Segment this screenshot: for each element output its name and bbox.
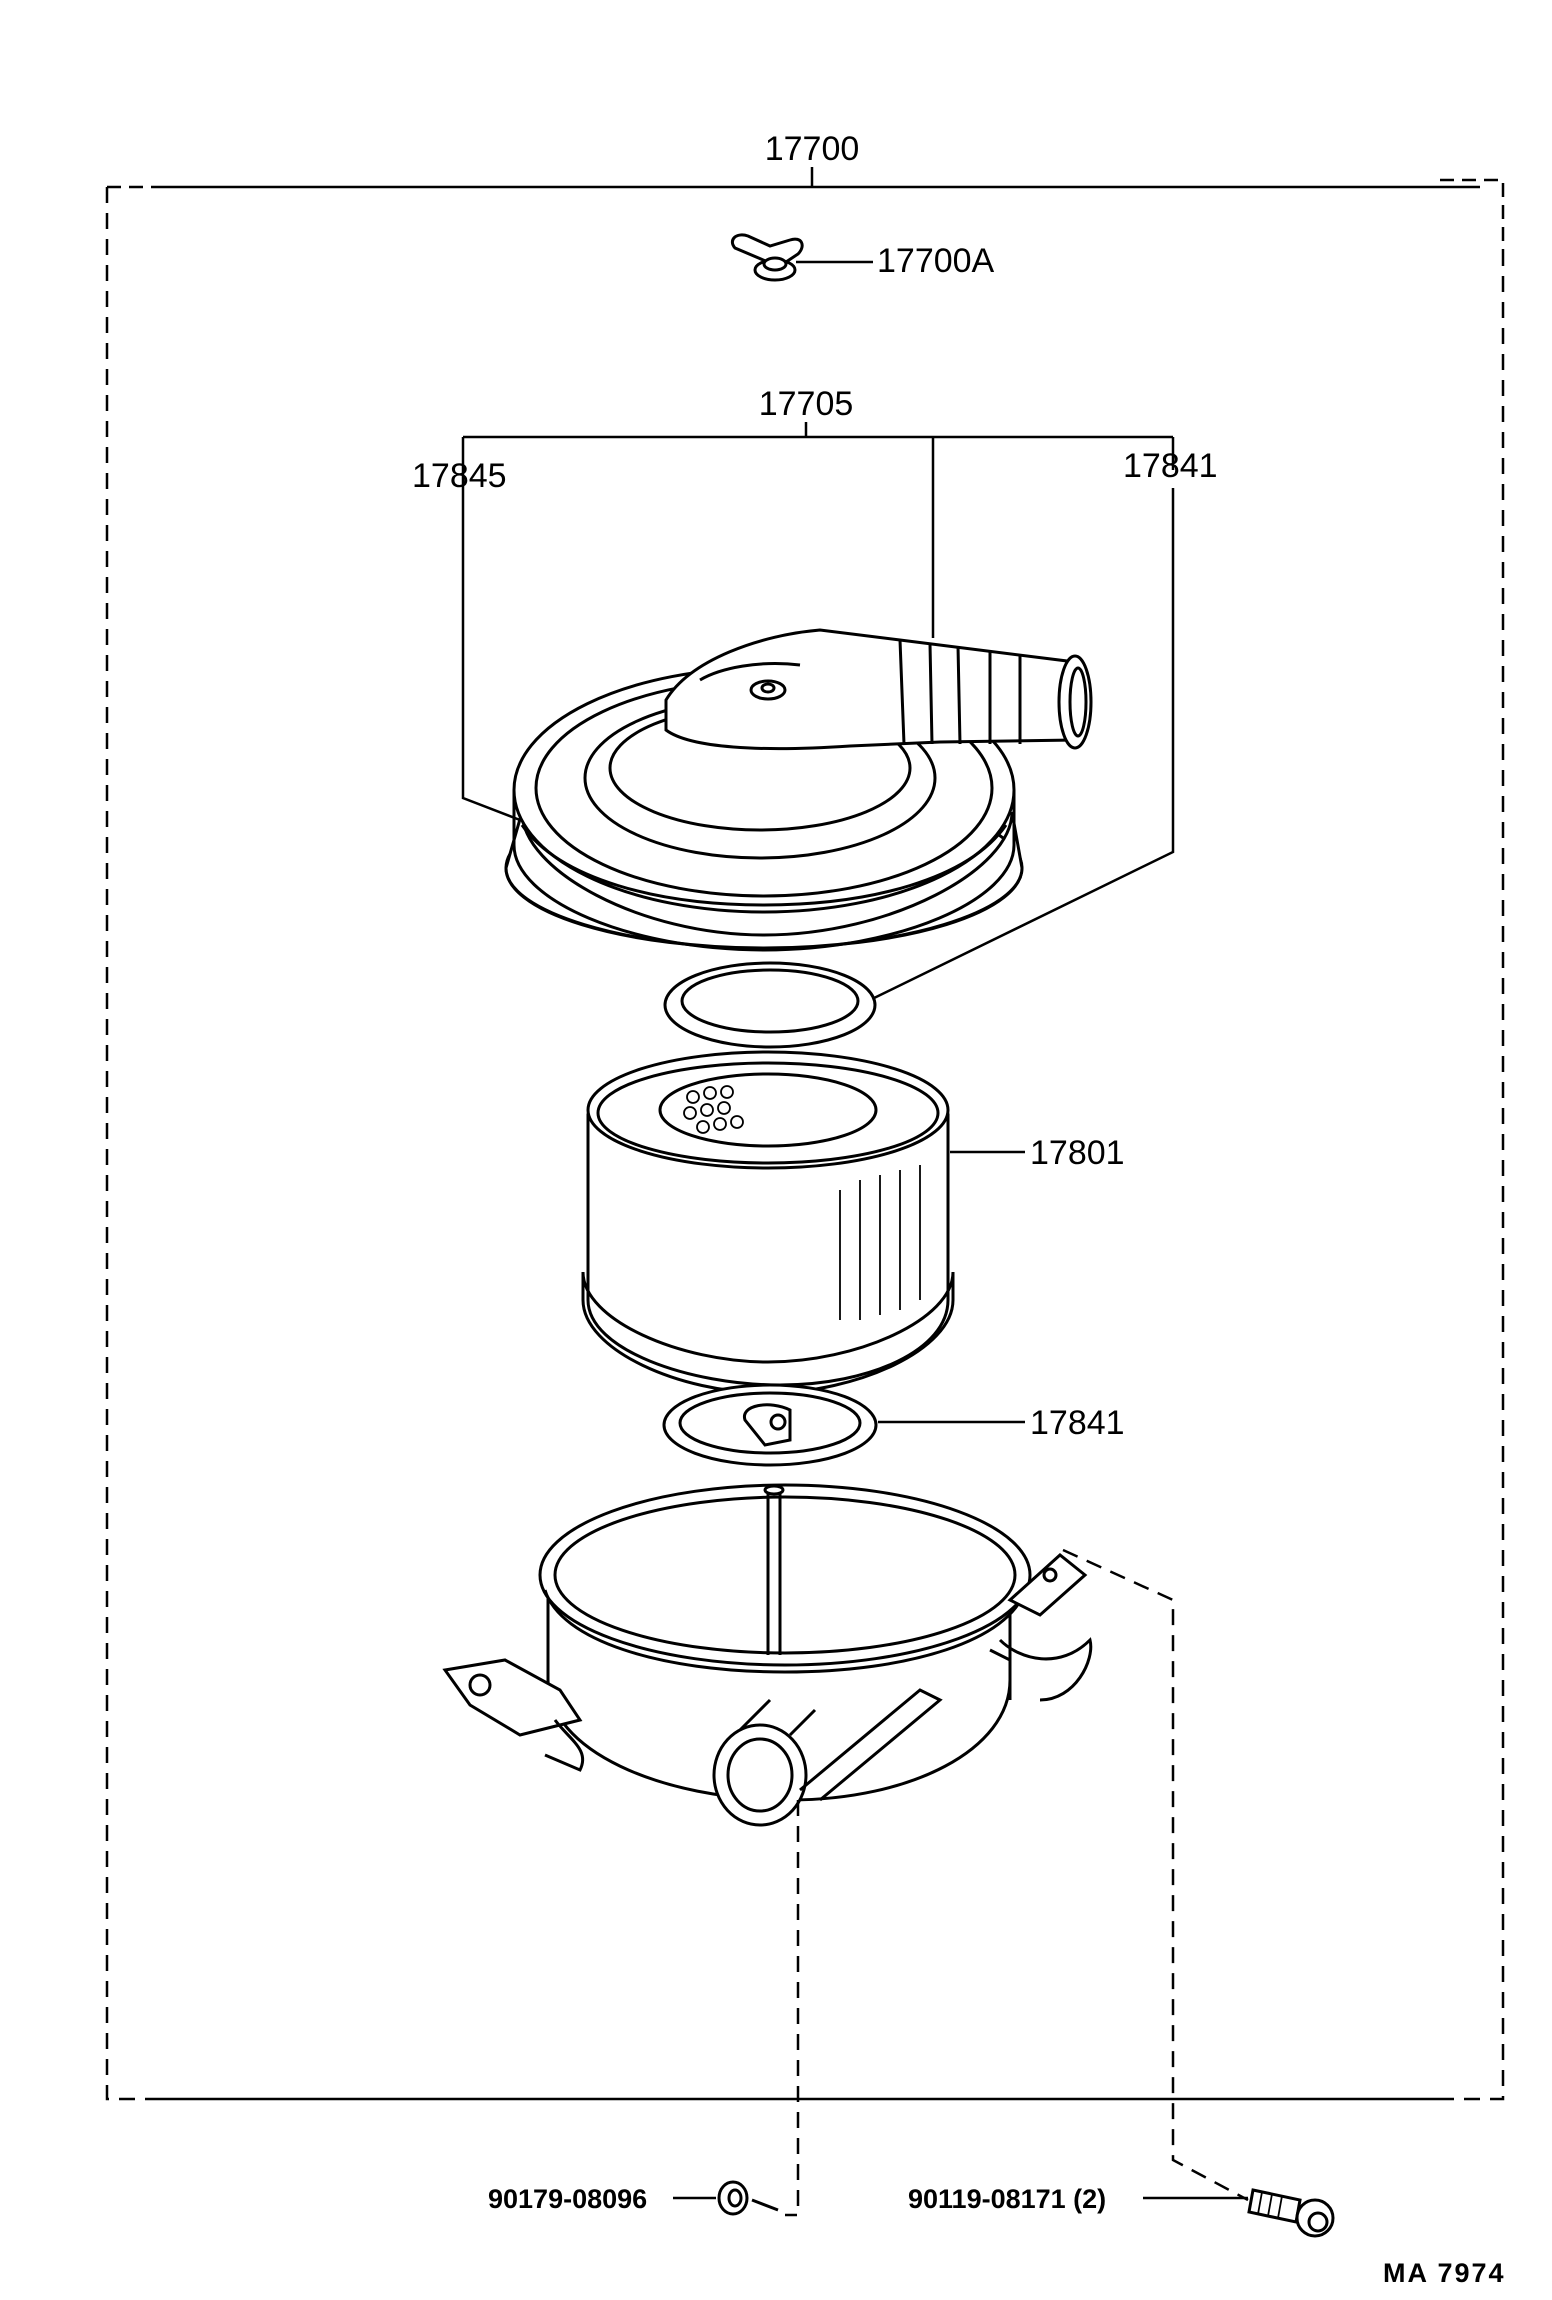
lower-gasket-part <box>662 1383 878 1467</box>
label-17841-upper: 17841 <box>1123 447 1218 485</box>
leader-17845 <box>461 468 521 822</box>
upper-gasket-part <box>663 961 877 1049</box>
bolt-part <box>1247 2188 1335 2238</box>
label-17700A: 17700A <box>877 242 995 280</box>
label-17841-lower: 17841 <box>1030 1404 1125 1442</box>
wing-nut-part <box>730 233 804 282</box>
bracket-17705 <box>461 422 1175 470</box>
leader-17841-upper <box>869 488 1175 1002</box>
nut-part <box>717 2180 779 2216</box>
label-17700: 17700 <box>765 130 860 168</box>
label-nut: 90179-08096 <box>488 2184 647 2214</box>
air-cleaner-cap-part <box>504 628 1093 952</box>
figure-code: MA 7974 <box>1383 2258 1506 2288</box>
air-cleaner-case-part <box>442 1483 1093 1827</box>
assembly-boundary-box <box>105 178 1505 2101</box>
label-bolt: 90119-08171 (2) <box>908 2184 1106 2214</box>
label-17705: 17705 <box>759 385 854 423</box>
filter-element-part <box>581 1050 955 1395</box>
dash-line-bolt <box>1062 1548 1249 2202</box>
dash-line-nut <box>785 1800 800 2217</box>
label-17801: 17801 <box>1030 1134 1125 1172</box>
label-17845: 17845 <box>412 457 507 495</box>
